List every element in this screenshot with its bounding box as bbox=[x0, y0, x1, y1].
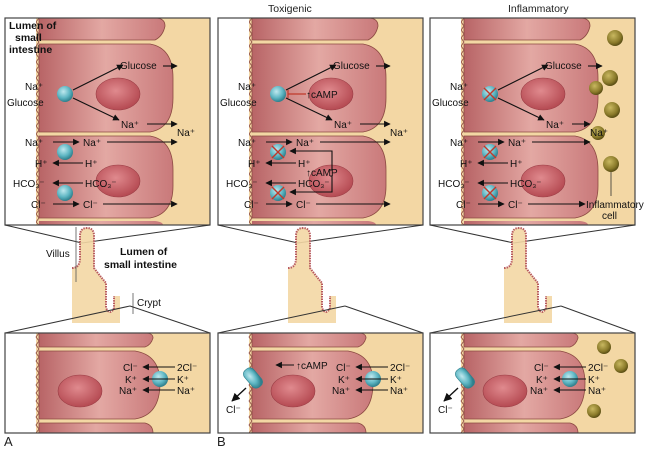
channel-cl-out: Cl⁻ bbox=[226, 405, 241, 416]
cftr-chloride-channel bbox=[243, 367, 263, 389]
crypt-cl-left: Cl⁻ bbox=[534, 363, 549, 374]
label-glucose-inner: Glucose bbox=[333, 61, 370, 72]
crypt-2cl-right: 2Cl⁻ bbox=[588, 363, 608, 374]
label-cl-inner: Cl⁻ bbox=[508, 200, 523, 211]
crypt-cl-left: Cl⁻ bbox=[336, 363, 351, 374]
label-hco3: HCO₃⁻ bbox=[13, 179, 45, 190]
label-na2-inner: Na⁺ bbox=[508, 138, 526, 149]
crypt-na-right: Na⁺ bbox=[177, 386, 195, 397]
label-na2: Na⁺ bbox=[25, 138, 43, 149]
cl-hco3-exchanger bbox=[57, 185, 73, 201]
crypt-k-left: K⁺ bbox=[536, 375, 548, 386]
inflammatory-cell-label-1: Inflammatory bbox=[586, 200, 644, 211]
label-na-inner: Na⁺ bbox=[334, 120, 352, 131]
lumen-label-line2: small bbox=[15, 32, 42, 44]
crypt-k-right: K⁺ bbox=[588, 375, 600, 386]
crypt-na-right: Na⁺ bbox=[588, 386, 606, 397]
label-hco3-inner: HCO₃⁻ bbox=[85, 179, 117, 190]
panel-a-villus: Lumen of small intestine Na⁺ Glucose Glu… bbox=[4, 17, 211, 226]
label-hco3: HCO₃⁻ bbox=[226, 179, 258, 190]
na-h-exchanger bbox=[57, 144, 73, 160]
panel-letter-a: A bbox=[4, 434, 13, 449]
label-glucose-inner: Glucose bbox=[120, 61, 157, 72]
label-cl: Cl⁻ bbox=[456, 200, 471, 211]
crypt-k-left: K⁺ bbox=[338, 375, 350, 386]
label-cl-inner: Cl⁻ bbox=[83, 200, 98, 211]
villus-overview-c bbox=[429, 224, 636, 334]
panel-b-inflammatory-villus: Inflammatory cell Na⁺ Glucose Glucose Na… bbox=[429, 17, 644, 226]
crypt-camp-label: ↑cAMP bbox=[296, 361, 328, 372]
panel-a-crypt: Cl⁻ K⁺ Na⁺ 2Cl⁻ K⁺ Na⁺ bbox=[4, 332, 211, 434]
camp-label-2: ↑cAMP bbox=[306, 168, 338, 179]
crypt-label: Crypt bbox=[137, 298, 161, 309]
label-na: Na⁺ bbox=[238, 82, 256, 93]
label-hco3: HCO₃⁻ bbox=[438, 179, 470, 190]
crypt-k-right: K⁺ bbox=[177, 375, 189, 386]
label-hco3-inner: HCO₃⁻ bbox=[510, 179, 542, 190]
label-glucose-inner: Glucose bbox=[545, 61, 582, 72]
label-na2-inner: Na⁺ bbox=[83, 138, 101, 149]
crypt-na-right: Na⁺ bbox=[390, 386, 408, 397]
label-h: H⁺ bbox=[460, 159, 473, 170]
camp-label-1: ↑cAMP bbox=[306, 90, 338, 101]
inflammatory-cell bbox=[614, 359, 628, 373]
inflammatory-cell-label-2: cell bbox=[602, 211, 617, 222]
label-cl: Cl⁻ bbox=[244, 200, 259, 211]
label-h: H⁺ bbox=[248, 159, 261, 170]
crypt-2cl-right: 2Cl⁻ bbox=[390, 363, 410, 374]
villus-label: Villus bbox=[46, 249, 70, 260]
label-na2-inner: Na⁺ bbox=[296, 138, 314, 149]
crypt-cl-left: Cl⁻ bbox=[123, 363, 138, 374]
cftr-chloride-channel bbox=[455, 367, 475, 389]
label-glucose: Glucose bbox=[432, 98, 469, 109]
villus-overview-b bbox=[217, 224, 424, 334]
inflammatory-cell bbox=[587, 404, 601, 418]
crypt-na-left: Na⁺ bbox=[119, 386, 137, 397]
label-na-inner: Na⁺ bbox=[546, 120, 564, 131]
label-serosal-na: Na⁺ bbox=[390, 128, 408, 139]
channel-cl-out: Cl⁻ bbox=[438, 405, 453, 416]
column-title-inflammatory: Inflammatory bbox=[508, 3, 569, 15]
panel-letter-b: B bbox=[217, 434, 226, 449]
label-cl-inner: Cl⁻ bbox=[296, 200, 311, 211]
label-na: Na⁺ bbox=[450, 82, 468, 93]
label-glucose: Glucose bbox=[220, 98, 257, 109]
label-na: Na⁺ bbox=[25, 82, 43, 93]
lumen-mid-line2: small intestine bbox=[104, 259, 177, 271]
inflammatory-cells bbox=[589, 30, 623, 172]
panel-b-inflammatory-crypt: Cl⁻ Cl⁻ K⁺ Na⁺ 2Cl⁻ K⁺ Na⁺ bbox=[429, 332, 636, 434]
na-glucose-cotransporter bbox=[57, 86, 73, 102]
label-h-inner: H⁺ bbox=[298, 159, 311, 170]
label-na-inner: Na⁺ bbox=[121, 120, 139, 131]
label-serosal-na: Na⁺ bbox=[590, 128, 608, 139]
lumen-label-line1: Lumen of bbox=[9, 20, 57, 32]
column-title-toxigenic: Toxigenic bbox=[268, 3, 312, 15]
panel-b-toxigenic-crypt: Cl⁻ ↑cAMP Cl⁻ K⁺ Na⁺ 2Cl⁻ K⁺ Na⁺ bbox=[217, 332, 424, 434]
crypt-na-left: Na⁺ bbox=[332, 386, 350, 397]
crypt-2cl-right: 2Cl⁻ bbox=[177, 363, 197, 374]
crypt-k-left: K⁺ bbox=[125, 375, 137, 386]
label-h-inner: H⁺ bbox=[510, 159, 523, 170]
label-h-inner: H⁺ bbox=[85, 159, 98, 170]
label-na2: Na⁺ bbox=[450, 138, 468, 149]
label-glucose: Glucose bbox=[7, 98, 44, 109]
lumen-label-line3: intestine bbox=[9, 44, 52, 56]
label-na2: Na⁺ bbox=[238, 138, 256, 149]
panel-b-toxigenic-villus: ↑cAMP ↑cAMP Na⁺ Glucose Glucose Na⁺ Na⁺ … bbox=[217, 17, 424, 226]
label-serosal-na: Na⁺ bbox=[177, 128, 195, 139]
lumen-mid-line1: Lumen of bbox=[120, 246, 168, 258]
crypt-na-left: Na⁺ bbox=[530, 386, 548, 397]
blocked-x-icon bbox=[483, 87, 497, 200]
label-cl: Cl⁻ bbox=[31, 200, 46, 211]
inflammatory-cell bbox=[597, 340, 611, 354]
label-hco3-inner: HCO₃⁻ bbox=[298, 179, 330, 190]
villus-overview-a: Villus Lumen of small intestine Crypt bbox=[4, 224, 211, 334]
blocked-x-icon bbox=[271, 145, 285, 200]
crypt-k-right: K⁺ bbox=[390, 375, 402, 386]
label-h: H⁺ bbox=[35, 159, 48, 170]
